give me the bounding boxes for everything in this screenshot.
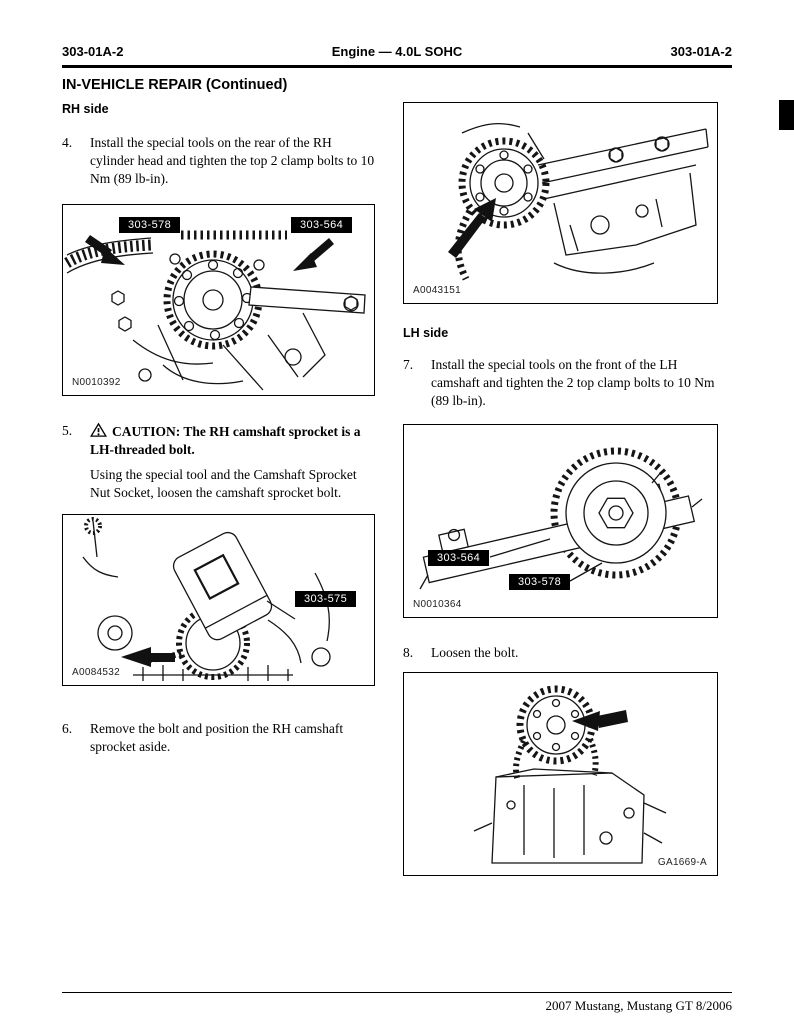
tool-label-303-578: 303-578 bbox=[509, 573, 571, 590]
figure-code: N0010364 bbox=[413, 598, 462, 610]
lh-front-tools-drawing bbox=[419, 447, 703, 590]
page-edge-index-tab bbox=[779, 100, 794, 130]
step-7-number: 7. bbox=[403, 357, 414, 372]
tool-label-303-564: 303-564 bbox=[428, 549, 490, 566]
step-6-text: Remove the bolt and position the RH cams… bbox=[90, 720, 344, 754]
step-5-caution: CAUTION: The RH camshaft sprocket is a L… bbox=[90, 422, 375, 459]
step-5: 5. CAUTION: The RH camshaft sprocket is … bbox=[62, 422, 375, 502]
rh-socket-tool-drawing bbox=[82, 516, 331, 681]
tool-label-303-564: 303-564 bbox=[291, 216, 353, 233]
rh-rear-tools-drawing bbox=[64, 230, 366, 391]
header-section-number-right: 303-01A-2 bbox=[670, 44, 732, 59]
section-title: IN-VEHICLE REPAIR (Continued) bbox=[62, 77, 288, 93]
step-8-number: 8. bbox=[403, 644, 414, 660]
figure-rh-socket-tool: 303-575 A0084532 bbox=[62, 513, 375, 686]
rh-side-heading: RH side bbox=[62, 102, 109, 116]
two-column-layout: RH side 4. Install the special tools on … bbox=[62, 102, 732, 876]
rh-front-engine-drawing bbox=[448, 122, 709, 281]
footer-rule bbox=[62, 992, 732, 993]
figure-code: A0084532 bbox=[72, 666, 121, 678]
step-6: 6. Remove the bolt and position the RH c… bbox=[62, 720, 375, 756]
header-rule bbox=[62, 65, 732, 68]
step-6-number: 6. bbox=[62, 720, 73, 736]
pointer-arrow-icon bbox=[448, 198, 496, 258]
step-7: 7. Install the special tools on the fron… bbox=[403, 356, 718, 410]
left-column: RH side 4. Install the special tools on … bbox=[62, 102, 375, 876]
pointer-arrow-icon bbox=[121, 646, 175, 667]
lh-side-heading: LH side bbox=[403, 326, 449, 340]
right-column: A0043151 LH side 7. Install the special … bbox=[403, 102, 718, 876]
step-8-text: Loosen the bolt. bbox=[431, 644, 519, 660]
figure-code: A0043151 bbox=[413, 285, 462, 296]
step-5-number: 5. bbox=[62, 422, 73, 438]
step-7-text: Install the special tools on the front o… bbox=[431, 357, 715, 408]
lh-sprocket-drawing bbox=[473, 685, 667, 864]
step-8: 8. Loosen the bolt. bbox=[403, 644, 718, 662]
figure-rh-front-engine: A0043151 bbox=[403, 102, 718, 304]
figure-code: GA1669-A bbox=[657, 856, 707, 868]
pointer-arrow-icon bbox=[572, 709, 628, 731]
tool-label-303-575: 303-575 bbox=[295, 590, 357, 607]
header-title: Engine — 4.0L SOHC bbox=[331, 44, 463, 59]
page-header: 303-01A-2 Engine — 4.0L SOHC 303-01A-2 bbox=[62, 44, 732, 65]
step-4: 4. Install the special tools on the rear… bbox=[62, 134, 375, 188]
step-5-text: Using the special tool and the Camshaft … bbox=[90, 466, 357, 500]
figure-code: N0010392 bbox=[72, 376, 121, 388]
tool-label-303-578: 303-578 bbox=[119, 216, 181, 233]
figure-lh-sprocket: GA1669-A bbox=[403, 671, 718, 876]
page-footer: 2007 Mustang, Mustang GT 8/2006 bbox=[62, 992, 732, 1014]
figure-rh-rear-tools: 303-578 303-564 N0010392 bbox=[62, 203, 375, 396]
footer-text: 2007 Mustang, Mustang GT 8/2006 bbox=[545, 998, 732, 1013]
step-4-number: 4. bbox=[62, 135, 73, 150]
step-5-caution-text: CAUTION: The RH camshaft sprocket is a L… bbox=[90, 423, 361, 457]
header-section-number-left: 303-01A-2 bbox=[62, 44, 124, 59]
pointer-arrow-icons bbox=[85, 234, 334, 271]
step-4-text: Install the special tools on the rear of… bbox=[90, 135, 375, 186]
caution-triangle-icon bbox=[90, 422, 107, 437]
figure-lh-front-tools: 303-564 303-578 N0010364 bbox=[403, 423, 718, 618]
